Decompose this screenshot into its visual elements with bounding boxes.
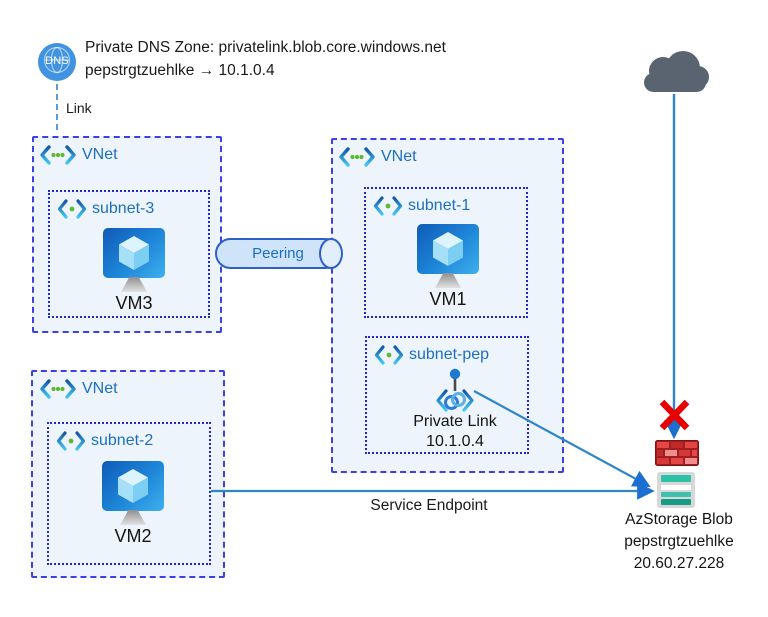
- blocked-x-icon: [659, 399, 690, 431]
- dns-zone-line1: Private DNS Zone: privatelink.blob.core.…: [85, 39, 446, 56]
- subnet3-label: subnet-3: [92, 200, 155, 217]
- vm-stand: [121, 277, 147, 292]
- storage-ip: 20.60.27.228: [633, 555, 725, 572]
- storage-bar: [661, 492, 691, 497]
- vm-icon: [103, 228, 165, 278]
- vm2-label: VM2: [114, 526, 152, 546]
- vnet3-label: VNet: [381, 148, 417, 165]
- vm-stand: [120, 510, 146, 525]
- subnet-icon: [374, 196, 402, 216]
- globe-icon: [38, 43, 76, 81]
- subnet2-box: [47, 422, 211, 565]
- subnet2-header: subnet-2: [57, 431, 153, 451]
- vm2: VM2: [101, 461, 165, 547]
- vnet2-label: VNet: [82, 380, 118, 397]
- vnet1-header: VNet: [40, 145, 118, 165]
- vm-stand: [435, 273, 461, 288]
- vm3-label: VM3: [115, 293, 153, 313]
- vm3: VM3: [102, 228, 166, 314]
- link-label: Link: [66, 100, 92, 116]
- cube-icon: [433, 232, 463, 266]
- private-link-icon: [433, 367, 477, 420]
- storage-bar: [661, 475, 691, 482]
- cube-icon: [118, 469, 148, 503]
- vm1-label: VM1: [429, 289, 467, 309]
- vm1: VM1: [416, 224, 480, 310]
- dns-zone-line2: pepstrgtzuehlke → 10.1.0.4: [85, 62, 275, 79]
- subnet1-header: subnet-1: [374, 196, 470, 216]
- subnet1-label: subnet-1: [408, 197, 471, 214]
- vnet3-header: VNet: [339, 147, 417, 167]
- vm-icon: [417, 224, 479, 274]
- internet-cloud-icon: [636, 46, 714, 99]
- storage-account: pepstrgtzuehlke: [624, 533, 734, 550]
- private-link-ip: 10.1.0.4: [426, 433, 484, 450]
- firewall-icon: [655, 440, 699, 471]
- subnet-icon: [57, 431, 85, 451]
- storage-account-icon: [657, 472, 695, 508]
- peering-label: Peering: [252, 245, 304, 262]
- subnet-icon: [58, 199, 86, 219]
- vnet-icon: [339, 147, 375, 167]
- subnet1-box: [364, 187, 528, 318]
- vnet1-label: VNet: [82, 146, 118, 163]
- vnet2-header: VNet: [40, 379, 118, 399]
- peering-connector-cap: [319, 238, 343, 269]
- subnet2-label: subnet-2: [91, 432, 154, 449]
- storage-name: AzStorage Blob: [625, 511, 733, 528]
- vnet-icon: [40, 379, 76, 399]
- storage-bar: [661, 485, 691, 490]
- vnet-icon: [40, 145, 76, 165]
- dns-icon-label: DNS: [45, 55, 69, 67]
- subnet-pep-label: subnet-pep: [409, 346, 490, 363]
- subnet-pep-header: subnet-pep: [375, 345, 489, 365]
- vm-icon: [102, 461, 164, 511]
- subnet-icon: [375, 345, 403, 365]
- subnet3-header: subnet-3: [58, 199, 154, 219]
- storage-labels: AzStorage Blob pepstrgtzuehlke 20.60.27.…: [594, 509, 764, 575]
- private-dns-zone-text: Private DNS Zone: privatelink.blob.core.…: [85, 36, 446, 82]
- service-endpoint-label: Service Endpoint: [370, 497, 488, 514]
- cube-icon: [119, 236, 149, 270]
- blocked-x-icon: [659, 399, 690, 431]
- storage-bar: [661, 499, 691, 505]
- subnet3-box: [48, 190, 210, 318]
- dns-zone-icon: DNS: [38, 43, 76, 81]
